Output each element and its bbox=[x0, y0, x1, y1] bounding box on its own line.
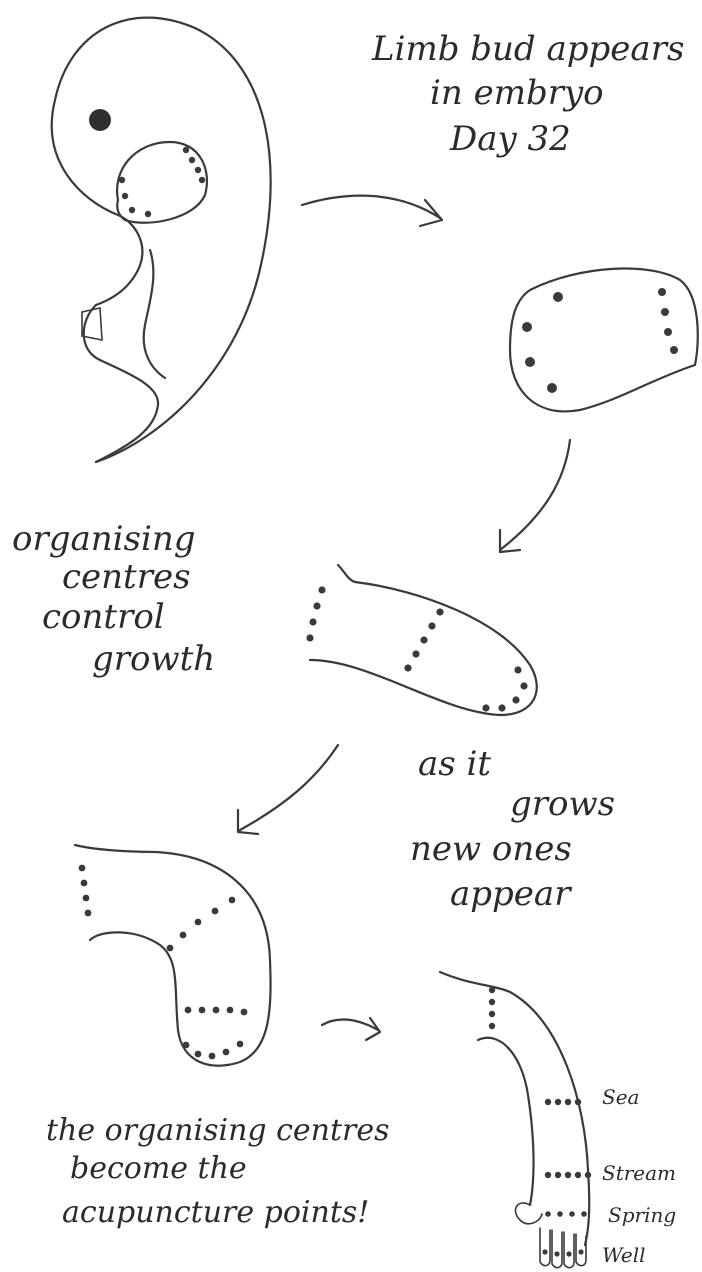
sea-points bbox=[545, 1099, 581, 1105]
note-organising-line-3: control bbox=[42, 597, 165, 637]
limb-stage-4 bbox=[440, 972, 591, 1268]
note-organising-line-1: organising bbox=[12, 519, 196, 559]
note-grows-line-1: as it bbox=[418, 744, 491, 784]
limb-bud-stage-2 bbox=[306, 565, 536, 715]
embryo-eye bbox=[89, 109, 111, 131]
note-as-it-grows: as it grows new ones appear bbox=[410, 744, 615, 914]
note-conclusion-line-2: become the bbox=[70, 1151, 247, 1186]
arrow-3 bbox=[238, 745, 338, 834]
limb-stage-3 bbox=[75, 845, 271, 1066]
note-conclusion-line-3: acupuncture points! bbox=[62, 1195, 369, 1230]
arrow-1 bbox=[302, 196, 442, 226]
label-stream: Stream bbox=[602, 1161, 676, 1185]
label-spring: Spring bbox=[608, 1203, 676, 1227]
note-grows-line-2: grows bbox=[510, 784, 615, 824]
note-limb-bud: Limb bud appears in embryo Day 32 bbox=[371, 29, 684, 159]
note-conclusion-line-1: the organising centres bbox=[46, 1113, 390, 1148]
note-grows-line-3: new ones bbox=[410, 829, 572, 869]
note-organising-line-4: growth bbox=[92, 639, 215, 679]
note-conclusion: the organising centres become the acupun… bbox=[46, 1113, 390, 1230]
note-limb-bud-line-1: Limb bud appears bbox=[371, 29, 684, 69]
well-points bbox=[542, 1249, 583, 1256]
label-well: Well bbox=[602, 1243, 646, 1267]
arrow-4 bbox=[322, 1018, 380, 1040]
note-grows-line-4: appear bbox=[450, 874, 572, 914]
note-limb-bud-line-2: in embryo bbox=[430, 73, 604, 113]
embryo-drawing bbox=[52, 18, 271, 462]
spring-points bbox=[545, 1211, 587, 1217]
note-organising-line-2: centres bbox=[62, 557, 191, 597]
fingers bbox=[540, 1228, 586, 1268]
note-limb-bud-line-3: Day 32 bbox=[449, 119, 571, 159]
stream-points bbox=[545, 1172, 591, 1178]
note-organising: organising centres control growth bbox=[12, 519, 215, 679]
label-sea: Sea bbox=[602, 1085, 639, 1109]
point-labels: Sea Stream Spring Well bbox=[602, 1085, 676, 1267]
limb-bud-stage-1 bbox=[510, 269, 698, 412]
arrow-2 bbox=[500, 440, 570, 552]
